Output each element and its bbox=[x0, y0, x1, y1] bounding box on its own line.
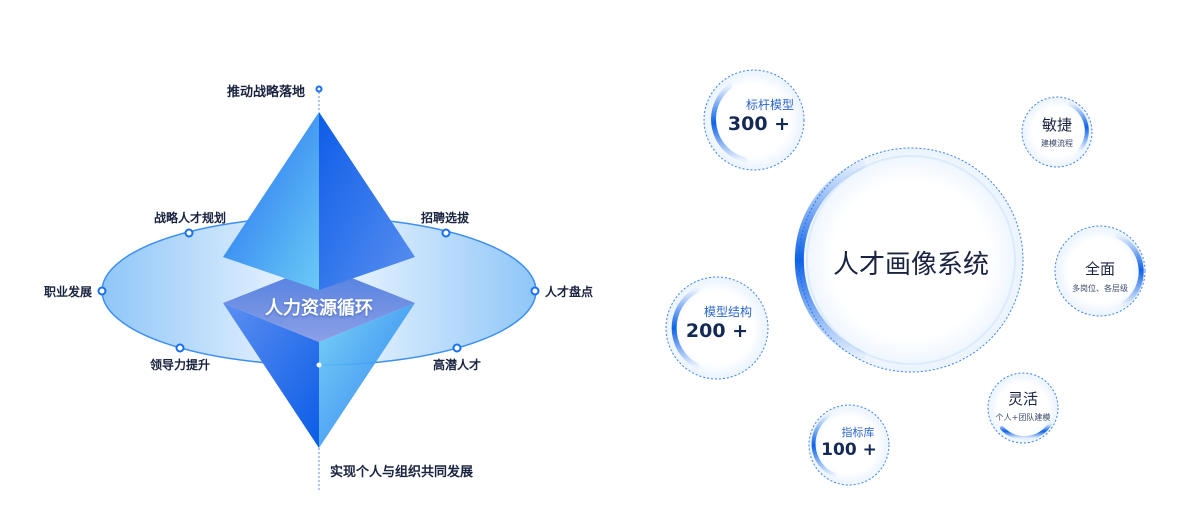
ring-label-career: 职业发展 bbox=[44, 285, 93, 299]
feature-agile-title: 敏捷 bbox=[1041, 116, 1072, 134]
feature-agile-desc: 建模流程 bbox=[1041, 139, 1073, 148]
stat-indicator-title: 指标库 bbox=[841, 426, 875, 439]
feature-flexible-title: 灵活 bbox=[1007, 390, 1038, 408]
stat-indicator-value: 100 + bbox=[821, 440, 877, 460]
ring-dot-review bbox=[530, 286, 540, 296]
ring-label-leadership: 领导力提升 bbox=[150, 358, 211, 372]
stat-benchmark-value: 300 + bbox=[727, 113, 791, 135]
ring-label-review: 人才盘点 bbox=[545, 285, 594, 299]
ring-dot-strategy bbox=[184, 228, 194, 238]
stat-structure-title: 模型结构 bbox=[703, 305, 752, 319]
feature-bubble-agile bbox=[1021, 96, 1093, 168]
ring-dot-bottom bbox=[316, 362, 322, 368]
feature-agile: 敏捷 建模流程 bbox=[1022, 114, 1092, 149]
stat-bubble-indicator bbox=[808, 404, 890, 486]
ring-label-recruit: 招聘选拔 bbox=[421, 211, 470, 225]
top-label: 推动战略落地 bbox=[227, 85, 306, 100]
feature-comprehensive: 全面 多岗位、各层级 bbox=[1055, 258, 1145, 294]
core-bubble bbox=[794, 147, 1024, 373]
ring-dot-career bbox=[97, 286, 107, 296]
stat-benchmark-title: 标杆模型 bbox=[745, 98, 794, 112]
stat-bubble-benchmark bbox=[703, 69, 805, 171]
stat-bubble-structure bbox=[665, 276, 769, 380]
feature-flexible: 灵活 个人+团队建模 bbox=[988, 388, 1058, 423]
stat-benchmark: 标杆模型 300 + bbox=[714, 96, 804, 135]
ring-dot-recruit bbox=[441, 228, 451, 238]
middle-face bbox=[223, 265, 415, 342]
upper-pyramid-right bbox=[319, 112, 415, 290]
bottom-label: 实现个人与组织共同发展 bbox=[330, 465, 474, 480]
ring-label-strategy: 战略人才规划 bbox=[154, 211, 227, 225]
ring-dot-leadership bbox=[175, 343, 185, 353]
feature-comprehensive-desc: 多岗位、各层级 bbox=[1072, 284, 1128, 293]
stat-indicator: 指标库 100 + bbox=[808, 424, 890, 460]
ring-dot-potential bbox=[452, 343, 462, 353]
lower-pyramid-right bbox=[319, 303, 415, 448]
feature-bubble-flexible bbox=[987, 372, 1059, 444]
lower-pyramid-left bbox=[223, 303, 319, 448]
feature-comprehensive-title: 全面 bbox=[1084, 260, 1115, 278]
feature-bubble-comprehensive bbox=[1054, 225, 1146, 317]
upper-pyramid-left bbox=[223, 112, 319, 290]
core-label: 人才画像系统 bbox=[833, 250, 990, 280]
ring-label-potential: 高潜人才 bbox=[433, 358, 482, 372]
feature-flexible-desc: 个人+团队建模 bbox=[995, 413, 1051, 422]
cycle-center-label: 人力资源循环 bbox=[265, 298, 373, 319]
stat-structure: 模型结构 200 + bbox=[672, 303, 762, 342]
stat-structure-value: 200 + bbox=[685, 320, 749, 342]
top-axis-dot bbox=[315, 85, 323, 93]
